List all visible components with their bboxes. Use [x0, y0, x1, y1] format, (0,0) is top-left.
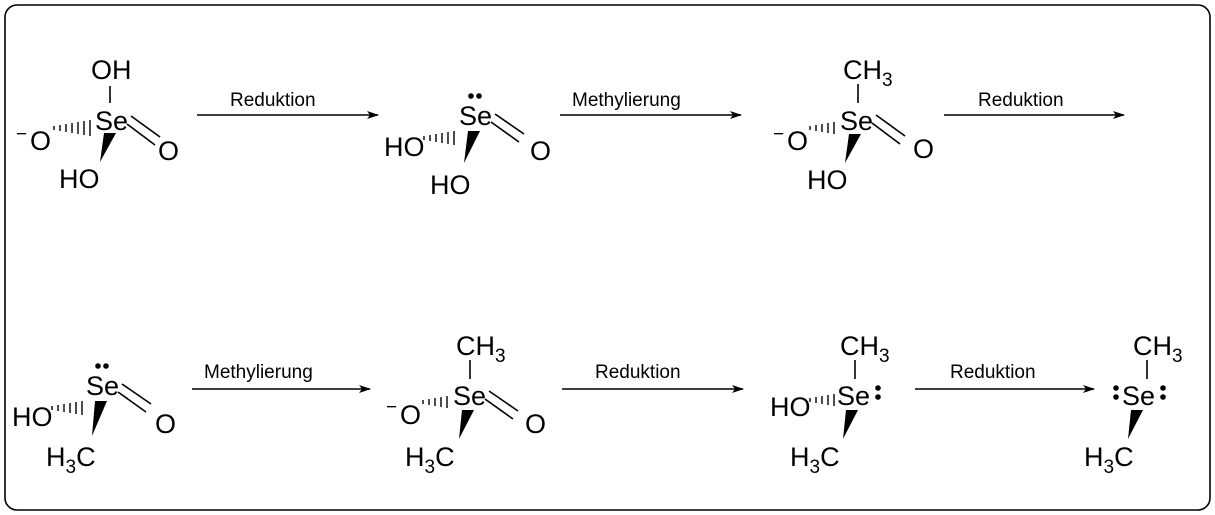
molecule-hydroxydimethylselenium: CH3 Se HO H3C [770, 331, 890, 478]
lone-pair-dot [875, 385, 881, 391]
atom-o-right: O [158, 136, 179, 166]
atom-se: Se [459, 101, 492, 131]
lone-pair-dot [1160, 394, 1166, 400]
double-bond-line-a [130, 115, 161, 138]
wedge-bond [100, 133, 116, 162]
hash-bond [51, 401, 83, 415]
atom-ho-left: HO [384, 132, 425, 162]
arrow-label-2: Methylierung [572, 90, 681, 111]
atom-se: Se [453, 381, 486, 411]
atom-h3c: H3C [790, 442, 840, 478]
atom-se: Se [837, 381, 870, 411]
atom-o-right: O [525, 409, 546, 439]
atom-ho-bottom: HO [807, 165, 848, 195]
double-bond-line-b [871, 122, 901, 145]
double-bond-line-b [484, 398, 514, 420]
reaction-arrow-2: Methylierung [560, 90, 742, 119]
atom-se: Se [840, 106, 873, 136]
molecule-selenite: Se HO O HO [384, 93, 551, 200]
hash-bond [423, 131, 455, 145]
charge-negative: − [773, 124, 784, 145]
lone-pair-dot [476, 93, 482, 99]
double-bond-line-b [126, 123, 156, 146]
reaction-arrow-5: Reduktion [562, 362, 744, 393]
atom-ho-left: HO [770, 392, 811, 422]
atom-o-right: O [530, 136, 551, 166]
double-bond-line-b [490, 121, 520, 143]
atom-ho-bottom: HO [59, 164, 100, 194]
double-bond-line-a [875, 114, 906, 137]
charge-negative: − [16, 124, 27, 145]
arrow-label-5: Reduktion [595, 362, 681, 383]
double-bond-line-a [121, 383, 152, 405]
atom-h3c: H3C [405, 442, 455, 478]
double-bond-line-a [488, 390, 519, 412]
lone-pair-dot [95, 363, 101, 369]
molecule-methylseleninate: CH3 Se − O O HO [773, 55, 934, 195]
hash-bond [809, 122, 835, 134]
atom-ch3: CH3 [840, 331, 890, 367]
atom-h3c: H3C [46, 442, 96, 478]
molecule-dimethylselenide: CH3 Se H3C [1084, 331, 1183, 478]
lone-pair-dot [875, 394, 881, 400]
arrow-label-6: Reduktion [950, 362, 1036, 383]
wedge-bond [92, 401, 107, 436]
atom-h3c: H3C [1084, 442, 1134, 478]
atom-o-left: O [400, 400, 421, 430]
atom-ch3: CH3 [843, 55, 893, 91]
atom-o-left: O [30, 126, 51, 156]
reaction-arrow-1: Reduktion [197, 90, 379, 119]
charge-negative: − [386, 397, 397, 418]
scheme-frame [4, 4, 1211, 511]
arrow-label-3: Reduktion [978, 90, 1064, 111]
hash-bond [422, 396, 448, 408]
atom-ho-left: HO [12, 402, 53, 432]
wedge-bond [1128, 410, 1143, 439]
lone-pair-dot [1113, 385, 1119, 391]
atom-ho-bottom: HO [430, 170, 471, 200]
reaction-arrow-6: Reduktion [915, 362, 1095, 393]
atom-ch3: CH3 [456, 331, 506, 367]
atom-oh-top: OH [91, 55, 132, 85]
reaction-arrow-3: Reduktion [944, 90, 1125, 119]
wedge-bond [464, 131, 480, 163]
atom-o-left: O [787, 126, 808, 156]
molecule-dimethylselenone: CH3 Se − O O H3C [386, 331, 546, 478]
double-bond-line-b [117, 391, 147, 413]
lone-pair-dot [1160, 385, 1166, 391]
molecule-methylseleninic-acid: Se HO O H3C [12, 363, 176, 478]
atom-se: Se [1122, 381, 1155, 411]
atom-se: Se [86, 371, 119, 401]
atom-o-right: O [155, 409, 176, 439]
hash-bond [53, 120, 91, 136]
atom-se: Se [95, 106, 128, 136]
wedge-bond [843, 410, 858, 439]
lone-pair-dot [468, 93, 474, 99]
wedge-bond [459, 410, 474, 439]
arrow-label-4: Methylierung [204, 362, 313, 383]
wedge-bond [845, 134, 861, 163]
reaction-arrow-4: Methylierung [192, 362, 371, 393]
lone-pair-dot [103, 363, 109, 369]
hash-bond [809, 394, 835, 406]
molecule-selenate: OH Se − O O HO [16, 55, 179, 194]
atom-o-right: O [913, 134, 934, 164]
arrow-label-1: Reduktion [230, 90, 316, 111]
lone-pair-dot [1113, 394, 1119, 400]
atom-ch3: CH3 [1133, 331, 1183, 367]
double-bond-line-a [494, 113, 525, 135]
